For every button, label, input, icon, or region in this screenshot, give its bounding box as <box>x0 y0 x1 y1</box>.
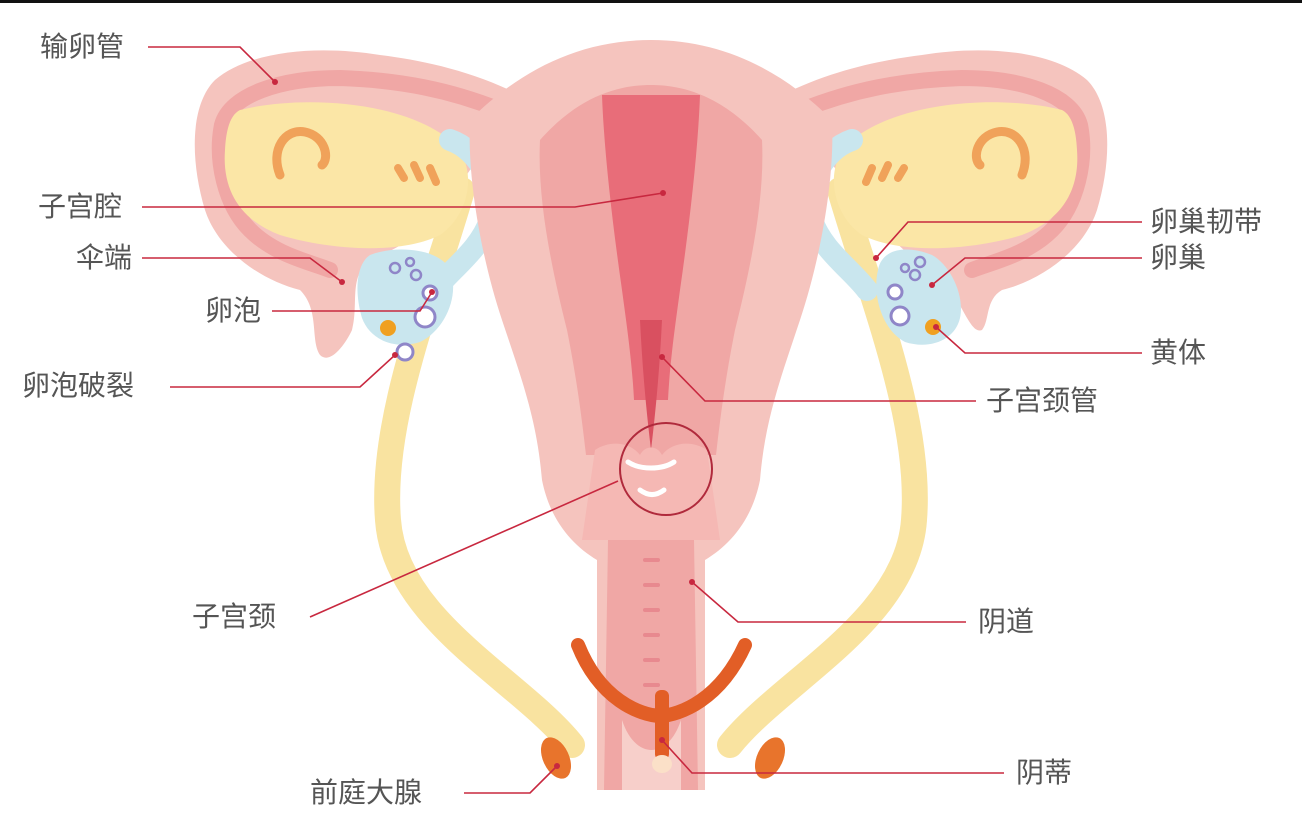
label-fallopian-tube: 输卵管 <box>40 30 125 63</box>
label-cervix: 子宫颈 <box>192 600 277 633</box>
right-bartholin-gland <box>754 737 786 779</box>
endpoint-dot <box>873 255 879 261</box>
leader-vagina <box>691 581 966 623</box>
leader-corpus-luteum <box>935 326 1142 354</box>
cervix-highlight-circle <box>619 422 713 516</box>
label-uterine-cavity: 子宫腔 <box>38 190 123 223</box>
leader-follicle <box>272 291 433 312</box>
clitoris-body <box>655 690 669 760</box>
endpoint-dot <box>933 324 939 330</box>
leader-fallopian-tube <box>148 46 276 83</box>
vagina-inner <box>622 720 681 790</box>
top-border <box>0 0 1302 3</box>
endpoint-dot <box>929 282 935 288</box>
endpoint-dot <box>660 190 666 196</box>
follicle-dot <box>388 261 402 275</box>
endpoint-dot <box>392 352 398 358</box>
vagina-rugae <box>643 558 660 712</box>
cervical-canal-shape <box>640 320 662 450</box>
ovaries <box>224 102 1078 249</box>
leader-bartholin-gland <box>464 765 558 794</box>
endpoint-dot <box>429 289 435 295</box>
leader-uterine-cavity <box>142 192 664 208</box>
left-corpus-luteum <box>380 320 396 336</box>
left-ovary-mark-2 <box>394 161 440 186</box>
endpoint-dot <box>659 354 665 360</box>
follicle-dot <box>404 256 416 268</box>
left-bartholin-gland <box>540 737 572 779</box>
label-fimbriae: 伞端 <box>76 241 133 274</box>
leader-ovarian-ligament <box>875 221 1142 259</box>
endpoint-dot <box>272 79 278 85</box>
endpoint-dot <box>339 279 345 285</box>
vagina-shape <box>604 540 698 790</box>
leader-endpoints <box>272 79 939 769</box>
follicle-ring <box>413 305 437 329</box>
endpoint-dot <box>659 737 665 743</box>
label-cervical-canal: 子宫颈管 <box>986 384 1099 417</box>
cervix-inner-line <box>625 459 677 497</box>
leader-clitoris <box>661 739 1004 774</box>
label-follicle: 卵泡 <box>205 294 262 327</box>
right-ovary-fimbria-mark <box>971 127 1030 180</box>
follicle-dot <box>913 255 927 269</box>
label-follicle-rupture: 卵泡破裂 <box>22 369 135 402</box>
uterine-cavity-shape <box>602 95 700 400</box>
uterus <box>469 40 833 790</box>
follicle-dot <box>908 268 922 282</box>
label-ovary: 卵巢 <box>1150 241 1207 274</box>
leader-follicle-rupture <box>170 354 396 388</box>
label-ovarian-ligament: 卵巢韧带 <box>1150 205 1263 238</box>
leader-ovary <box>931 257 1142 286</box>
follicle-ring <box>889 305 911 327</box>
cervix-shape <box>582 443 720 540</box>
follicle-dot <box>409 268 423 282</box>
leader-cervix <box>309 480 619 618</box>
follicle-dot <box>899 262 911 274</box>
endpoint-dot <box>689 579 695 585</box>
leader-cervical-canal <box>661 356 976 402</box>
endpoint-dot <box>554 763 560 769</box>
left-ovary-fimbria-mark <box>272 127 331 180</box>
label-clitoris: 阴蒂 <box>1016 756 1073 789</box>
right-tube-inner <box>794 69 1091 278</box>
leader-lines <box>142 46 1142 794</box>
label-corpus-luteum: 黄体 <box>1150 336 1207 369</box>
clitoris-glans <box>652 755 672 773</box>
label-vagina: 阴道 <box>978 605 1035 638</box>
right-ovary-mark-2 <box>862 161 908 186</box>
ruptured-follicle <box>395 342 415 362</box>
follicle-ring <box>886 283 904 301</box>
leader-fimbriae <box>142 257 343 283</box>
left-tube-inner <box>211 69 508 278</box>
label-bartholin-gland: 前庭大腺 <box>310 776 423 809</box>
